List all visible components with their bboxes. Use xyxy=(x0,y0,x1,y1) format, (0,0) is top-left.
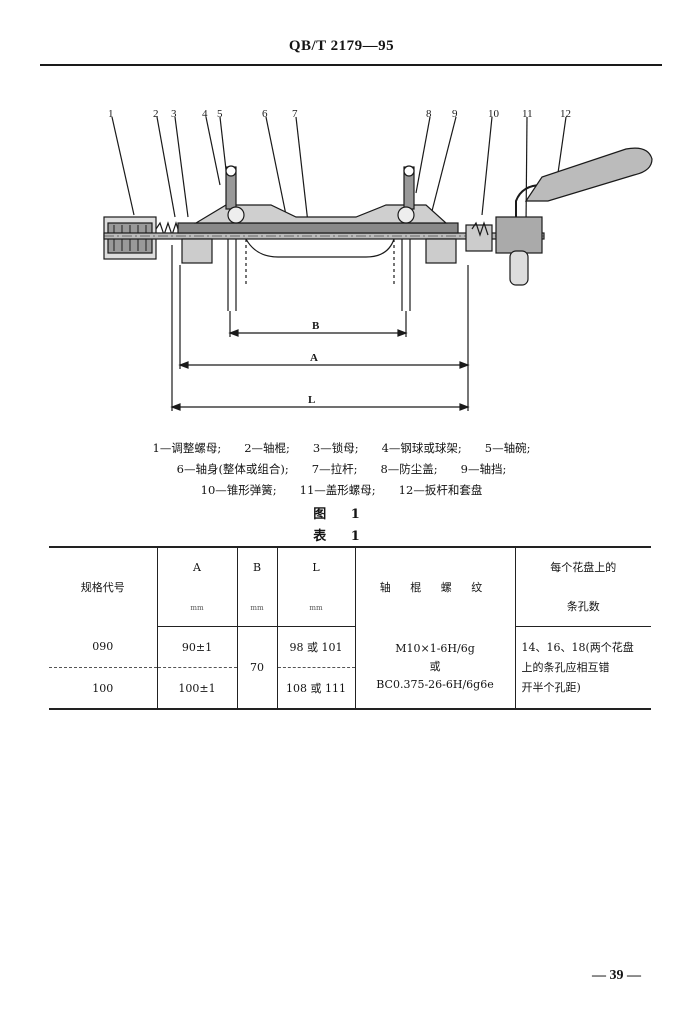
cell-code: 100 xyxy=(49,667,158,710)
callout-5: 5 xyxy=(217,108,223,120)
callout-7: 7 xyxy=(292,108,298,120)
header-axle-thread: 轴 棍 螺 纹 xyxy=(354,546,516,627)
callout-9: 9 xyxy=(452,108,458,120)
header-code: 规格代号 xyxy=(49,546,158,627)
figure-legend-line-3: 10—锥形弹簧; 11—盖形螺母; 12—扳杆和套盘 xyxy=(200,483,483,497)
cell-l: 108 或 111 xyxy=(276,667,355,710)
holes-line-2: 上的条孔应相互错 xyxy=(521,660,610,674)
thread-line-1: M10×1-6H/6g xyxy=(395,642,475,656)
unit-l: mm xyxy=(309,603,323,612)
unit-b: mm xyxy=(250,603,264,612)
page-number: — 39 — xyxy=(592,968,641,983)
callout-4: 4 xyxy=(202,108,208,120)
table-header-row: 规格代号 A B L 轴 棍 螺 纹 每个花盘上的 xyxy=(49,546,651,627)
header-b: B xyxy=(236,546,278,586)
hub-assembly-drawing: 1 2 3 4 5 6 7 8 9 10 11 12 B A L xyxy=(103,108,653,411)
table-caption: 表 1 xyxy=(313,529,370,544)
cell-code: 090 xyxy=(49,626,158,668)
header-holes-line2: 条孔数 xyxy=(514,586,651,627)
callout-6: 6 xyxy=(262,108,268,120)
header-holes-line1: 每个花盘上的 xyxy=(514,546,651,586)
cell-a: 100±1 xyxy=(156,667,238,710)
callout-2: 2 xyxy=(153,108,159,120)
dimension-l-label: L xyxy=(308,394,315,406)
header-a: A xyxy=(156,546,238,586)
dimension-b-label: B xyxy=(312,320,320,332)
thread-line-3: BC0.375-26-6H/6g6e xyxy=(376,678,494,692)
callout-3: 3 xyxy=(171,108,177,120)
holes-line-1: 14、16、18(两个花盘 xyxy=(521,640,634,654)
figure-legend-line-1: 1—调整螺母; 2—轴棍; 3—锁母; 4—钢球或球架; 5—轴碗; xyxy=(152,441,531,455)
thread-line-2: 或 xyxy=(429,660,441,674)
callout-12: 12 xyxy=(560,108,571,120)
cell-l: 98 或 101 xyxy=(276,626,356,668)
holes-line-3: 开半个孔距) xyxy=(521,680,581,694)
table-row: 090 90±1 70 98 或 101 M10×1-6H/6g 或 BC0.3… xyxy=(49,626,651,710)
table-row: 100 100±1 108 或 111 xyxy=(49,667,651,710)
callout-1: 1 xyxy=(108,108,114,120)
callout-8: 8 xyxy=(426,108,432,120)
header-l: L xyxy=(276,546,356,586)
header-rule xyxy=(40,64,662,66)
figure-caption: 图 1 xyxy=(313,507,370,522)
cell-hole-count: 14、16、18(两个花盘 上的条孔应相互错 开半个孔距) xyxy=(514,626,651,710)
table-unit-row: mm mm mm 条孔数 xyxy=(49,586,651,627)
cell-b: 70 xyxy=(236,626,278,710)
dimension-a-label: A xyxy=(310,352,318,364)
callout-11: 11 xyxy=(522,108,533,120)
figure-legend-line-2: 6—轴身(整体或组合); 7—拉杆; 8—防尘盖; 9—轴挡; xyxy=(176,462,507,476)
unit-a: mm xyxy=(190,603,204,612)
page-header-title: QB/T 2179—95 xyxy=(288,38,395,54)
specification-table: 规格代号 A B L 轴 棍 螺 纹 每个花盘上的 mm mm mm 条孔数 0… xyxy=(49,546,651,710)
cell-axle-thread: M10×1-6H/6g 或 BC0.375-26-6H/6g6e xyxy=(354,626,516,710)
cell-a: 90±1 xyxy=(156,626,238,668)
callout-10: 10 xyxy=(488,108,500,120)
